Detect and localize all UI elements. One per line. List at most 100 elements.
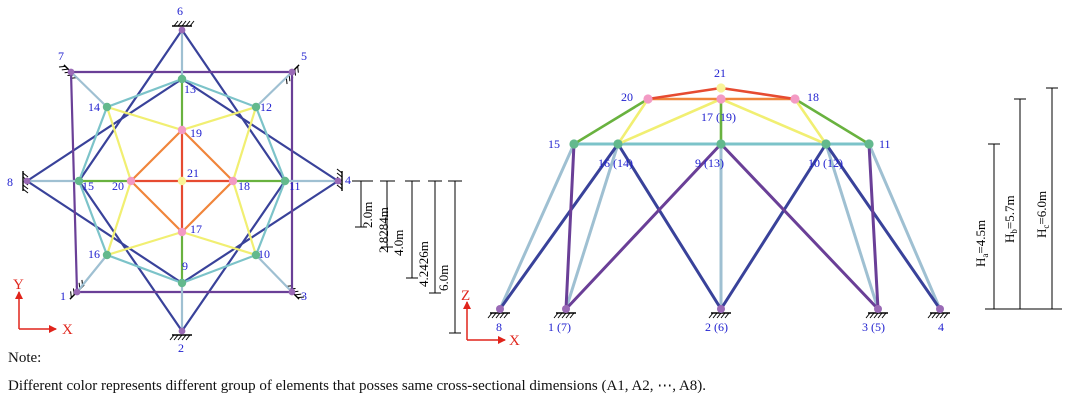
plan-member-a1-4-9	[180, 179, 340, 285]
plan-member-a1-8-9	[25, 179, 184, 285]
plan-member-a5-16-17	[105, 230, 184, 257]
elev-support-s4	[927, 312, 950, 319]
plan-label-4: 4	[345, 173, 351, 187]
dim-2-0m: 2.0m	[360, 202, 375, 228]
elev-member-a6-n11-n18	[793, 97, 871, 146]
elev-node-s3	[874, 305, 882, 313]
plan-support-node-3	[288, 288, 296, 296]
elevation-members	[498, 86, 942, 311]
plan-support-node-2	[178, 327, 186, 335]
plan-node-10	[251, 250, 261, 260]
plan-member-a8-20-19	[129, 128, 184, 183]
elevation-supports	[487, 312, 950, 319]
elev-label-17-19: 17 (19)	[701, 110, 736, 124]
elev-axis-z-label: Z	[461, 288, 470, 304]
plan-member-a8-19-18	[180, 128, 235, 183]
dim-4-2426m: 4.2426m	[416, 241, 431, 287]
plan-support-node-8	[23, 177, 31, 185]
elev-node-n17	[716, 94, 726, 104]
elev-label-1-7: 1 (7)	[548, 320, 571, 334]
height-hc: Hc=6.0m	[1034, 191, 1051, 238]
elev-member-a1-s4-n10	[824, 142, 942, 311]
plan-members	[25, 28, 340, 333]
elev-label-4: 4	[938, 320, 944, 334]
plan-member-a5-10-18	[231, 179, 258, 257]
elevation-view: 21 20 18 17 (19) 15 11 16 (14) 9 (13) 10…	[461, 66, 1062, 349]
height-dimension-labels: Ha=4.5m Hb=5.7m Hc=6.0m	[973, 191, 1051, 267]
plan-axis-x-label: X	[62, 322, 73, 338]
plan-member-a4-16-15	[77, 179, 109, 257]
elev-member-a2-s1-n9	[564, 142, 723, 311]
elev-member-a3-s1-n16	[564, 142, 620, 311]
elev-label-16-14: 16 (14)	[598, 156, 633, 170]
plan-node-18	[228, 176, 238, 186]
plan-label-12: 12	[260, 100, 272, 114]
plan-label-13: 13	[184, 82, 196, 96]
plan-member-a4-15-14	[77, 105, 109, 183]
plan-label-5: 5	[301, 49, 307, 63]
plan-dimensions	[352, 180, 462, 334]
plan-node-15	[74, 176, 84, 186]
elev-member-a5-n16-n17	[616, 97, 723, 146]
plan-support-node-4	[334, 177, 342, 185]
plan-label-20: 20	[112, 179, 124, 193]
elev-member-a5-n10-n18	[793, 97, 828, 146]
plan-member-a3-5-12	[254, 70, 294, 109]
elev-member-a5-n16-n20	[616, 97, 650, 146]
elev-support-s3	[865, 312, 888, 319]
support-symbol-6	[172, 20, 195, 27]
elev-label-11: 11	[879, 137, 891, 151]
plan-axes: Y X	[13, 277, 73, 338]
plan-node-13	[177, 74, 187, 84]
plan-member-a1-2-15	[77, 179, 184, 333]
elev-member-a1-s2-n10	[719, 142, 828, 311]
plan-member-a8-18-17	[180, 179, 235, 234]
plan-label-18: 18	[238, 179, 250, 193]
elev-label-15: 15	[548, 137, 560, 151]
elev-member-a3-s4-n11	[867, 142, 942, 311]
elev-label-10-12: 10 (12)	[808, 156, 843, 170]
elevation-axes: Z X	[461, 288, 520, 349]
height-dimensions	[985, 87, 1062, 310]
elev-member-a3-s3-n10	[824, 142, 880, 311]
elev-label-18: 18	[807, 90, 819, 104]
elev-node-s1	[562, 305, 570, 313]
elev-member-a1-s8-n16	[498, 142, 620, 311]
plan-member-a4-9-16	[105, 253, 184, 285]
plan-label-14: 14	[88, 100, 100, 114]
note-title: Note:	[8, 350, 42, 366]
plan-member-a5-10-17	[180, 230, 258, 257]
plan-support-node-6	[178, 26, 186, 34]
plan-member-a5-12-18	[231, 105, 258, 183]
elev-node-n20	[643, 94, 653, 104]
plan-member-a3-7-14	[69, 70, 109, 109]
plan-support-node-7	[67, 68, 75, 76]
plan-label-2: 2	[178, 341, 184, 355]
plan-member-a5-14-20	[105, 105, 133, 183]
plan-member-a1-6-15	[77, 28, 184, 183]
plan-member-a5-16-20	[105, 179, 133, 257]
elev-member-a7-n21-n18	[719, 86, 797, 101]
elev-label-21: 21	[714, 66, 726, 80]
dim-6-0m: 6.0m	[436, 265, 451, 291]
plan-member-a3-3-10	[254, 253, 294, 294]
plan-dimension-labels: 2.0m 2.8284m 4.0m 4.2426m 6.0m	[360, 202, 451, 291]
plan-label-9: 9	[182, 259, 188, 273]
plan-node-19	[177, 125, 187, 135]
elev-member-a7-n20-n21	[646, 86, 723, 101]
elev-member-a1-s2-n16	[616, 142, 723, 311]
elev-label-2-6: 2 (6)	[705, 320, 728, 334]
plan-member-a4-13-12	[180, 77, 258, 109]
plan-label-7: 7	[58, 49, 64, 63]
elev-node-n16	[613, 139, 623, 149]
elev-node-n18	[790, 94, 800, 104]
plan-label-21: 21	[187, 166, 199, 180]
plan-node-12	[251, 102, 261, 112]
plan-label-6: 6	[177, 4, 183, 18]
elev-node-n21	[716, 83, 726, 93]
plan-label-17: 17	[190, 222, 202, 236]
plan-support-node-1	[73, 288, 81, 296]
elev-label-3-5: 3 (5)	[862, 320, 885, 334]
elevation-nodes	[496, 83, 944, 313]
